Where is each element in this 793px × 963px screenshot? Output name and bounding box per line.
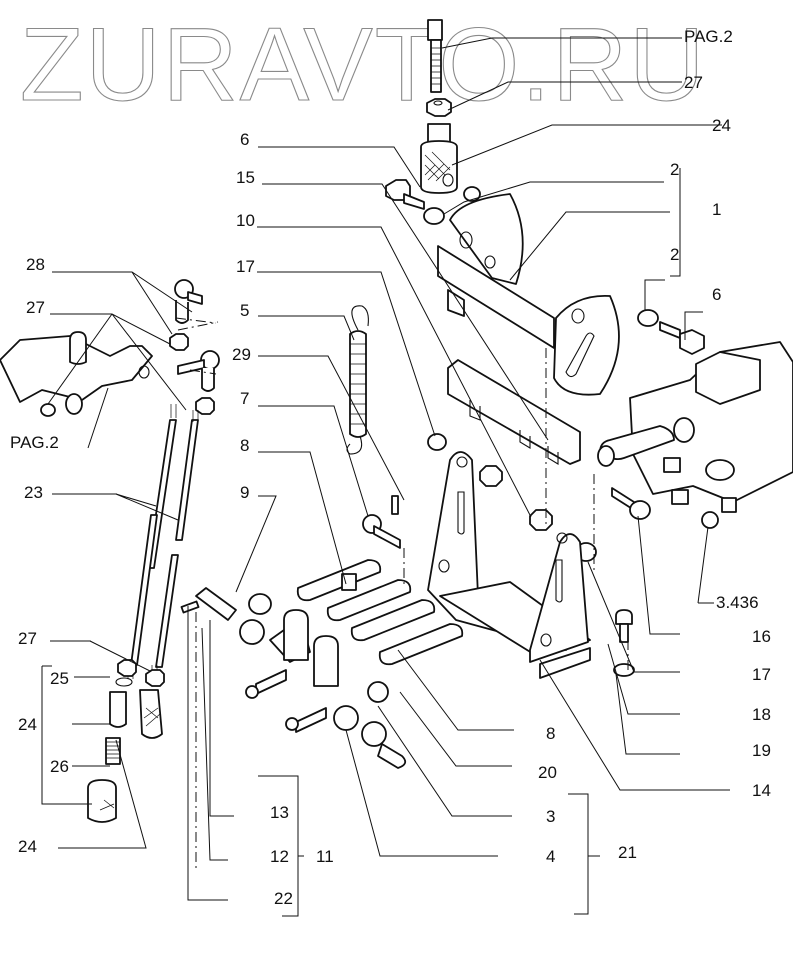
- part-bushing-2-upper: [423, 207, 445, 225]
- part-pin-29: [391, 495, 399, 515]
- parts-artwork: [0, 19, 793, 872]
- part-bushing-12: [239, 619, 265, 645]
- callout-3-436: 3.436: [716, 593, 759, 612]
- callout-27-bottom: 27: [18, 629, 37, 648]
- part-bolt-6-right: [659, 321, 705, 355]
- part-links-8: [296, 559, 464, 666]
- callout-24-bottom: 24: [18, 837, 37, 856]
- part-knurled-joint-24-top: [420, 123, 458, 194]
- callout-4: 4: [546, 847, 555, 866]
- axis-line-vertical: [195, 348, 629, 872]
- callout-23: 23: [24, 483, 43, 502]
- callout-7: 7: [240, 389, 249, 408]
- callout-18: 18: [752, 705, 771, 724]
- callout-10: 10: [236, 211, 255, 230]
- part-bushing-4: [361, 721, 387, 747]
- callout-28: 28: [26, 255, 45, 274]
- callout-5: 5: [240, 301, 249, 320]
- callout-16: 16: [752, 627, 771, 646]
- part-bushing-3: [367, 681, 389, 703]
- callout-8-left: 8: [240, 436, 249, 455]
- callout-17-right: 17: [752, 665, 771, 684]
- part-injection-pump: [597, 341, 793, 529]
- part-bolt-18: [615, 609, 633, 643]
- part-ball-joints-28: [169, 279, 220, 415]
- callout-27-top: 27: [684, 73, 703, 92]
- part-pin-9: [195, 587, 237, 621]
- callout-pag2-top: PAG.2: [684, 27, 733, 46]
- callout-1: 1: [712, 200, 721, 219]
- callout-6-left: 6: [240, 130, 249, 149]
- callout-9: 9: [240, 483, 249, 502]
- watermark-text: ZURAVTO.RU: [20, 7, 706, 123]
- part-roller-20: [377, 743, 407, 769]
- callout-15: 15: [236, 168, 255, 187]
- callout-17-left: 17: [236, 257, 255, 276]
- callout-14: 14: [752, 781, 771, 800]
- part-washer-17-left: [427, 433, 447, 451]
- callout-24-top: 24: [712, 116, 731, 135]
- callout-25: 25: [50, 669, 69, 688]
- callout-6-right: 6: [712, 285, 721, 304]
- callout-pag2-left: PAG.2: [10, 433, 59, 452]
- part-bushing-13: [248, 593, 272, 615]
- leader-lines: [41, 37, 730, 917]
- callout-2-lower: 2: [670, 245, 679, 264]
- callout-27-left: 27: [26, 298, 45, 317]
- part-nut-10: [529, 509, 553, 531]
- callout-2-upper: 2: [670, 160, 679, 179]
- part-bolt-6-left: [385, 179, 425, 210]
- part-spring-5: [346, 305, 369, 455]
- part-pin-22: [180, 600, 200, 614]
- part-pin-7: [362, 514, 401, 549]
- part-lever-assembly-11: [245, 609, 359, 733]
- part-top-screw: [427, 19, 443, 93]
- callout-22: 22: [274, 889, 293, 908]
- part-pin-upper: [463, 186, 481, 202]
- part-base-bracket-14: [427, 451, 591, 679]
- callout-12: 12: [270, 847, 289, 866]
- part-washer-19: [613, 663, 635, 677]
- callout-19: 19: [752, 741, 771, 760]
- callout-11: 11: [316, 847, 334, 866]
- callout-8-right: 8: [546, 724, 555, 743]
- callout-21: 21: [618, 843, 637, 862]
- part-joint-assembly-24: [87, 659, 165, 823]
- part-bushing-2-lower: [637, 309, 659, 327]
- callout-24-mid: 24: [18, 715, 37, 734]
- part-nut-15: [479, 465, 503, 487]
- part-bolt-16: [611, 487, 651, 520]
- callout-26: 26: [50, 757, 69, 776]
- part-lever-pag2: [0, 331, 153, 417]
- callout-20: 20: [538, 763, 557, 782]
- callout-3: 3: [546, 807, 555, 826]
- callout-labels: PAG.2 27 24 6 2 15 1 10 2 28 17 6 27 5 2…: [10, 27, 771, 908]
- part-nut-27-top: [426, 98, 452, 117]
- callout-29: 29: [232, 345, 251, 364]
- callout-13: 13: [270, 803, 289, 822]
- part-bracket-1: [437, 193, 620, 396]
